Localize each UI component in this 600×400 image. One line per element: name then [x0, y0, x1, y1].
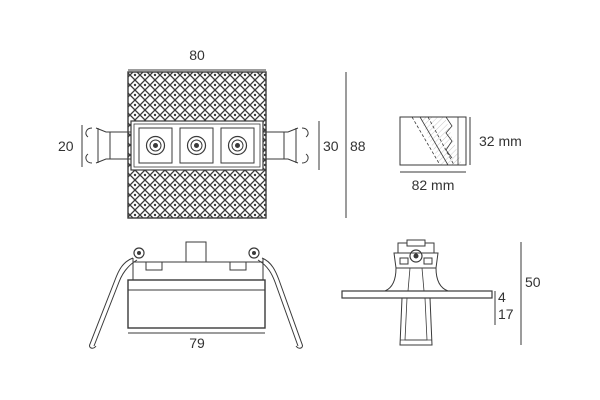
side-flange-label: 4 — [498, 289, 506, 305]
side-view: 50 4 17 — [341, 239, 541, 346]
lamp-module-2 — [179, 127, 214, 164]
cutout-width-label: 82 mm — [412, 177, 455, 193]
side-height-label: 50 — [525, 274, 541, 290]
top-view: 80 — [58, 47, 366, 219]
front-view: 79 — [89, 241, 303, 351]
left-spring-clip — [85, 127, 131, 164]
side-body-label: 17 — [498, 306, 514, 322]
cutout-detail: 32 mm 82 mm — [399, 116, 522, 193]
outer-height-label: 88 — [350, 138, 366, 154]
lamp-module-1 — [138, 127, 173, 164]
left-height-label: 20 — [58, 138, 74, 154]
inner-height-label: 30 — [323, 138, 339, 154]
cutout-height-label: 32 mm — [479, 133, 522, 149]
right-spring-clip — [263, 127, 309, 164]
lamp-module-3 — [220, 127, 255, 164]
front-width-label: 79 — [189, 335, 205, 351]
top-width-label: 80 — [189, 47, 205, 63]
side-flange — [341, 290, 493, 299]
front-body — [127, 279, 266, 329]
